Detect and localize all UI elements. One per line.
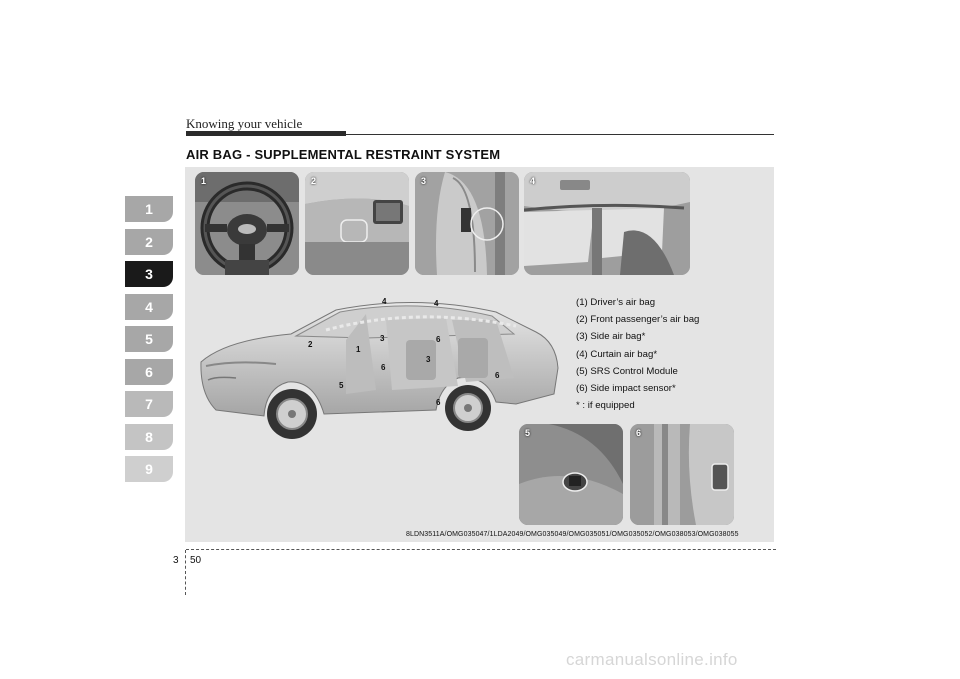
car-marker: 4 (382, 297, 387, 306)
footer-chapter-number: 3 (173, 555, 179, 566)
srs-module-illustration (519, 424, 623, 525)
car-marker: 3 (380, 334, 385, 343)
car-illustration: 4 4 2 3 6 1 3 5 6 6 6 (196, 290, 561, 440)
legend-item: (2) Front passenger’s air bag (576, 314, 700, 326)
section-title: AIR BAG - SUPPLEMENTAL RESTRAINT SYSTEM (186, 147, 501, 162)
dashboard-illustration (305, 172, 409, 275)
thumbnail-number: 2 (311, 176, 317, 186)
image-reference-code: 8LDN3511A/OMG035047/1LDA2049/OMG035049/O… (406, 531, 739, 538)
footer-rule (186, 549, 776, 550)
header-title: Knowing your vehicle (186, 116, 303, 131)
detail-number: 6 (636, 428, 642, 438)
chapter-tab-6[interactable]: 6 (125, 358, 173, 385)
thumbnail-curtain-airbag: 4 (524, 172, 690, 275)
side-sensor-illustration (630, 424, 734, 525)
legend-item: (6) Side impact sensor* (576, 383, 676, 395)
legend-note: * : if equipped (576, 400, 635, 412)
car-marker: 6 (436, 335, 441, 344)
header-rule (346, 134, 774, 135)
legend-item: (5) SRS Control Module (576, 365, 678, 377)
legend-item: (4) Curtain air bag* (576, 348, 658, 360)
car-marker: 1 (356, 345, 361, 354)
legend-item: (1) Driver’s air bag (576, 297, 656, 308)
footer-divider (185, 550, 186, 595)
thumbnail-side-airbag: 3 (415, 172, 519, 275)
thumbnail-passenger-airbag: 2 (305, 172, 409, 275)
header-bar (186, 131, 346, 136)
car-marker: 2 (308, 340, 313, 349)
detail-srs-module: 5 (519, 424, 623, 525)
car-marker: 6 (495, 371, 500, 380)
seat-side-illustration (415, 172, 519, 275)
thumbnail-driver-airbag: 1 (195, 172, 299, 275)
detail-number: 5 (525, 428, 531, 438)
interior-curtain-illustration (524, 172, 690, 275)
footer-page-number: 50 (190, 555, 202, 566)
thumbnail-number: 4 (530, 176, 536, 186)
chapter-tab-4[interactable]: 4 (125, 293, 173, 320)
car-marker: 3 (426, 355, 431, 364)
watermark: carmanualsonline.info (566, 650, 738, 669)
chapter-tab-8[interactable]: 8 (125, 423, 173, 450)
chapter-tabs: 1 2 3 4 5 6 7 8 9 (125, 196, 173, 489)
chapter-tab-5[interactable]: 5 (125, 326, 173, 352)
chapter-tab-3[interactable]: 3 (125, 261, 173, 287)
thumbnail-number: 1 (201, 176, 207, 186)
car-marker: 6 (436, 398, 441, 407)
thumbnail-number: 3 (421, 176, 427, 186)
car-marker: 6 (381, 363, 386, 372)
steering-wheel-illustration (195, 172, 299, 275)
car-marker: 4 (434, 299, 439, 308)
chapter-tab-7[interactable]: 7 (125, 391, 173, 417)
chapter-tab-1[interactable]: 1 (125, 196, 173, 222)
chapter-tab-9[interactable]: 9 (125, 456, 173, 482)
car-body-illustration: 4 4 2 3 6 1 3 5 6 6 6 (200, 297, 559, 439)
chapter-tab-2[interactable]: 2 (125, 228, 173, 255)
car-marker: 5 (339, 381, 344, 390)
detail-side-impact-sensor: 6 (630, 424, 734, 525)
legend-item: (3) Side air bag* (576, 331, 646, 343)
airbag-legend: (1) Driver’s air bag (2) Front passenger… (576, 294, 699, 414)
